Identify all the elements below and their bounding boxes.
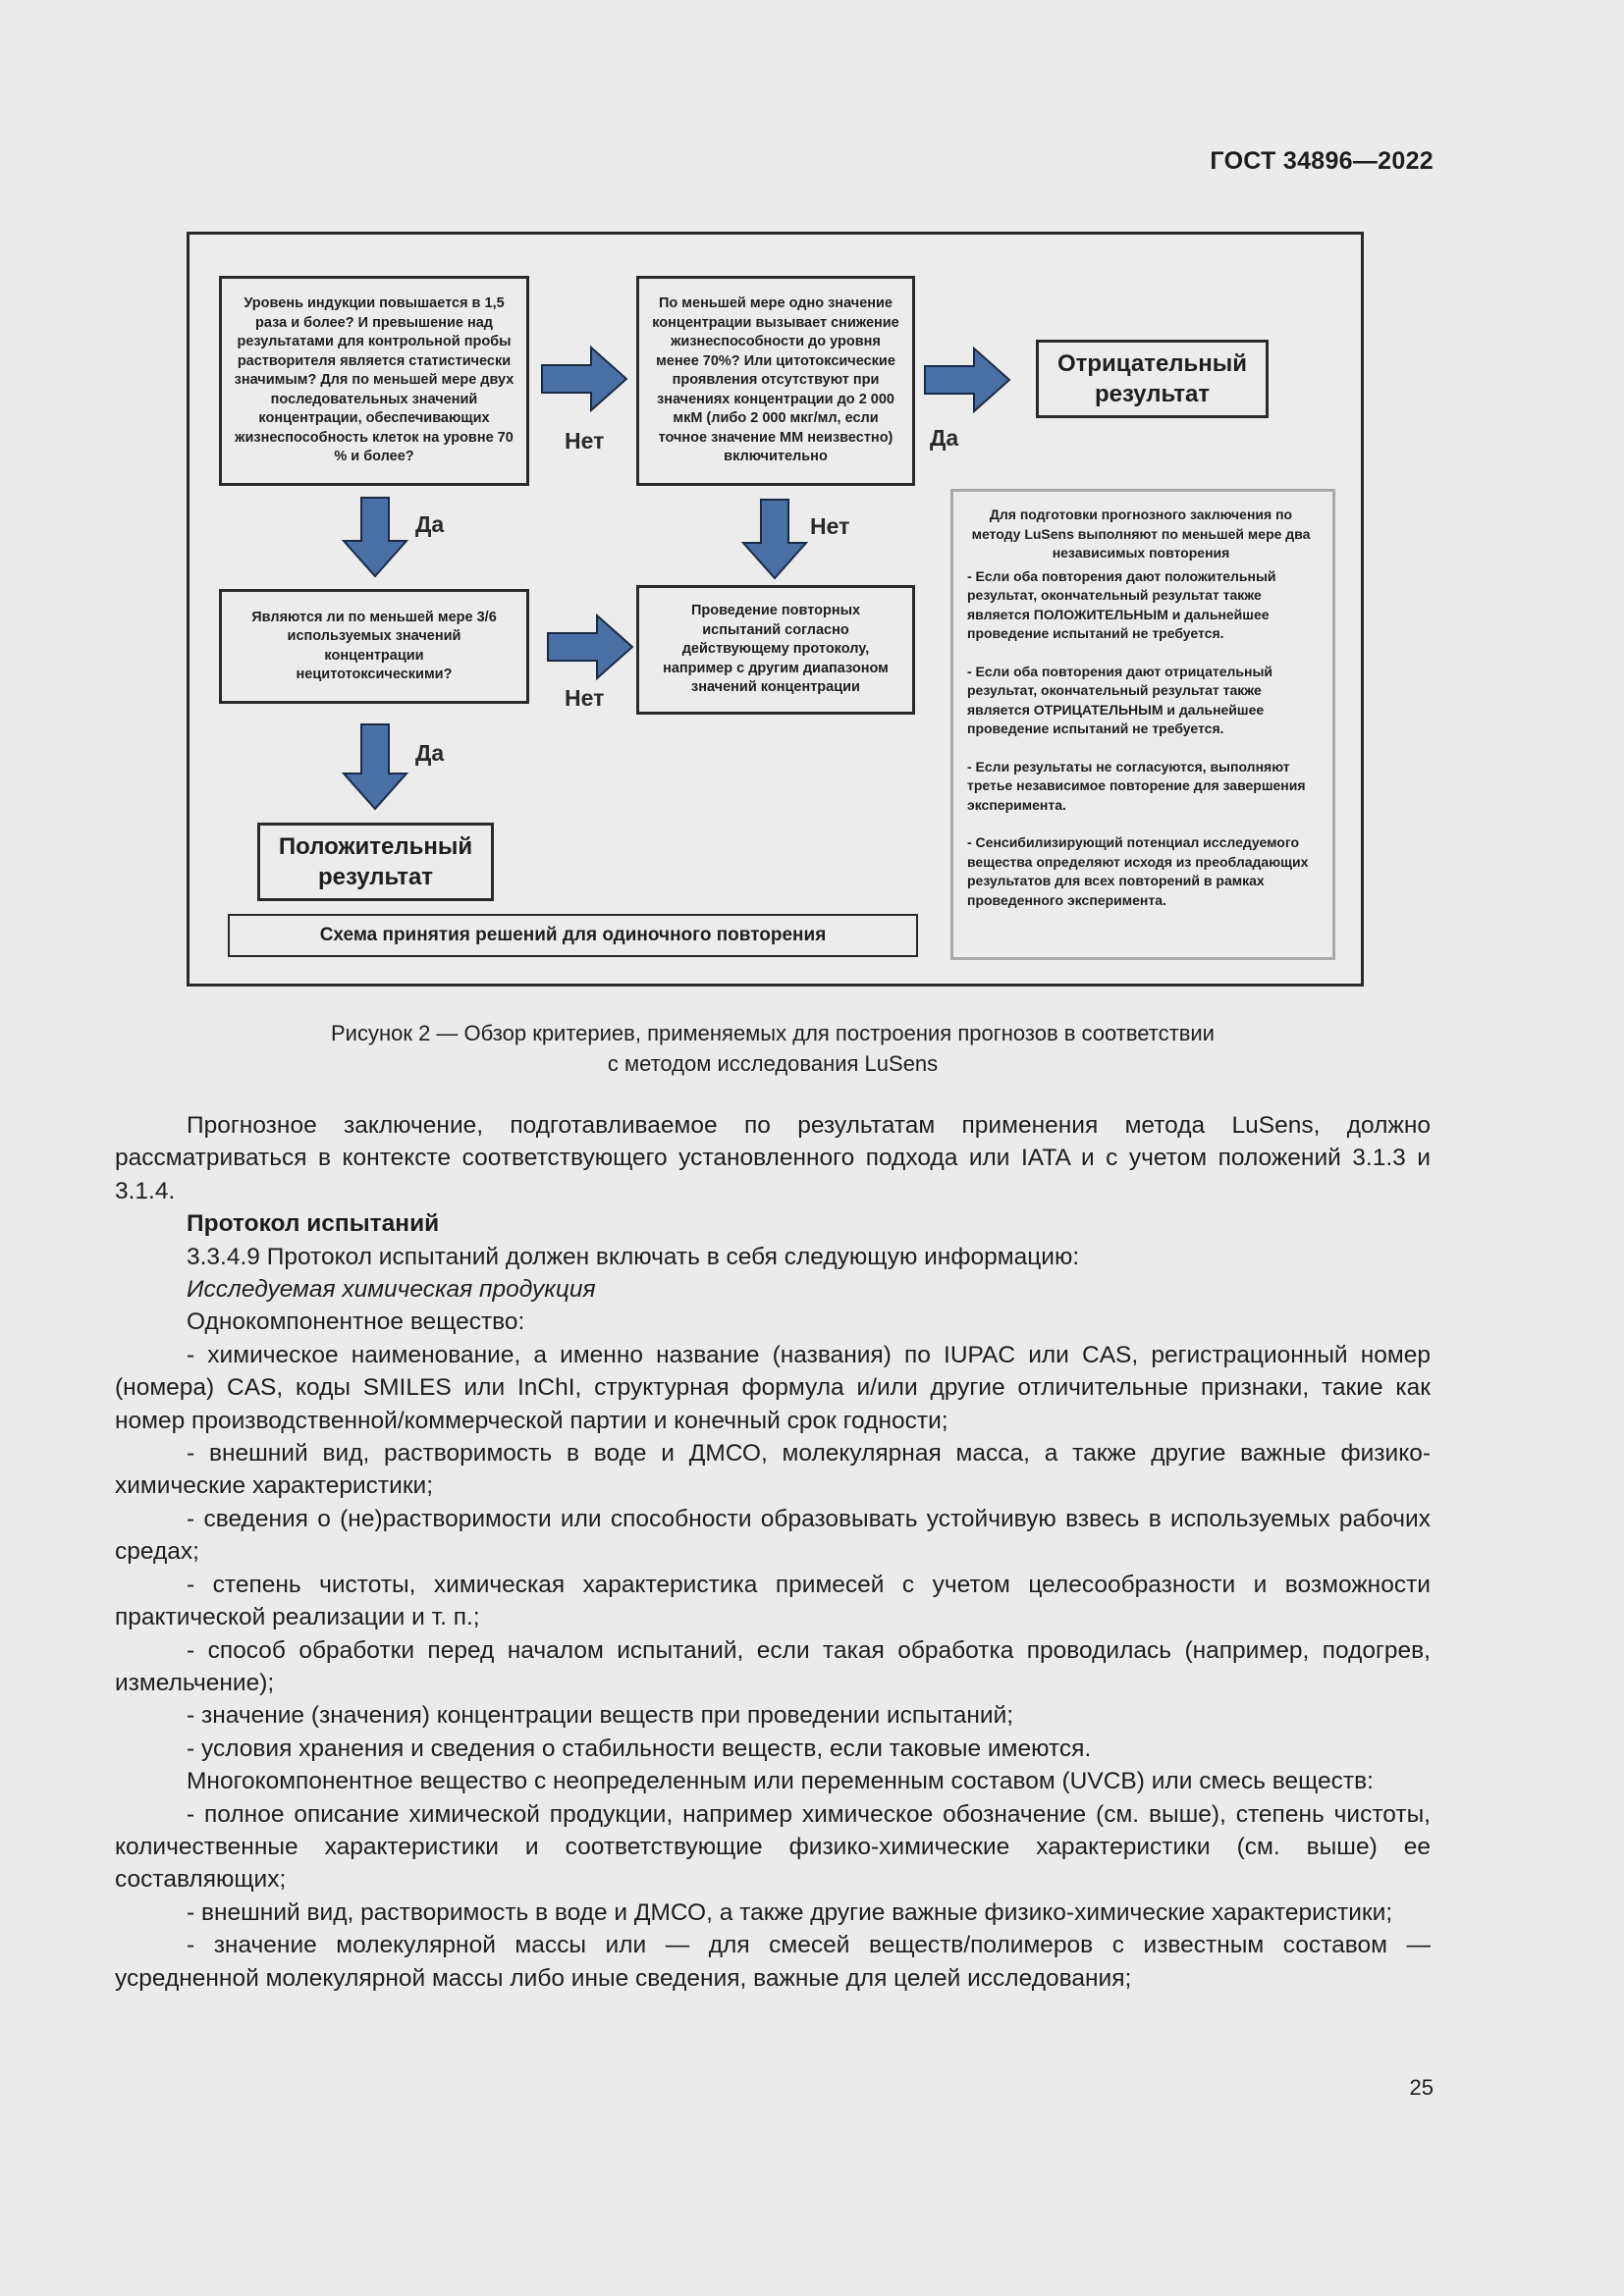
paragraph: 3.3.4.9 Протокол испытаний должен включа… bbox=[187, 1243, 1080, 1270]
list-item: - значение (значения) концентрации вещес… bbox=[187, 1702, 1014, 1730]
label-no: Нет bbox=[810, 513, 850, 539]
label-yes: Да bbox=[415, 740, 445, 766]
arrow-shape bbox=[924, 347, 1011, 413]
list-item: - сведения о (не)растворимости или спосо… bbox=[115, 1505, 1431, 1566]
arrow-down-icon bbox=[342, 497, 408, 578]
arrow-shape bbox=[342, 723, 408, 811]
list-item: - значение молекулярной массы или — для … bbox=[115, 1932, 1431, 1992]
note-item: - Если оба повторения дают отрицательный… bbox=[967, 663, 1273, 737]
list-item: - внешний вид, растворимость в воде и ДМ… bbox=[115, 1440, 1431, 1500]
box-repeat-testing: Проведение повторных испытаний согласно … bbox=[636, 585, 915, 715]
label-yes: Да bbox=[415, 511, 445, 537]
paragraph: Прогнозное заключение, подготавливаемое … bbox=[115, 1112, 1431, 1204]
arrow-shape bbox=[342, 497, 408, 578]
label-no: Нет bbox=[565, 685, 605, 711]
list-item: - полное описание химической продукции, … bbox=[115, 1800, 1431, 1894]
note-item: - Если оба повторения дают положительный… bbox=[967, 567, 1276, 642]
arrow-right-icon bbox=[547, 614, 634, 680]
list-item: - способ обработки перед началом испытан… bbox=[115, 1636, 1431, 1696]
note-item: - Сенсибилизирующий потенциал исследуемо… bbox=[967, 834, 1309, 908]
box-viability-question: По меньшей мере одно значение концентрац… bbox=[636, 276, 915, 486]
body-text: Прогнозное заключение, подготавливаемое … bbox=[115, 1109, 1431, 1995]
paragraph: Многокомпонентное вещество с неопределен… bbox=[187, 1768, 1374, 1795]
arrow-right-icon bbox=[924, 347, 1011, 413]
arrow-down-icon bbox=[741, 499, 808, 580]
subheading: Исследуемая химическая продукция bbox=[187, 1276, 596, 1304]
label-no: Нет bbox=[565, 428, 605, 454]
list-item: - условия хранения и сведения о стабильн… bbox=[187, 1735, 1092, 1762]
figure-caption-line: Рисунок 2 — Обзор критериев, применяемых… bbox=[331, 1021, 1215, 1045]
arrow-shape bbox=[741, 499, 808, 580]
list-item: - химическое наименование, а именно назв… bbox=[115, 1341, 1431, 1434]
positive-result-box: Положительный результат bbox=[257, 823, 494, 901]
list-item: - внешний вид, растворимость в воде и ДМ… bbox=[187, 1898, 1393, 1926]
note-heading: Для подготовки прогнозного заключения по… bbox=[971, 507, 1311, 561]
page-number: 25 bbox=[1409, 2075, 1434, 2100]
note-item: - Если результаты не согласуются, выполн… bbox=[967, 758, 1306, 813]
document-code: ГОСТ 34896—2022 bbox=[1210, 147, 1434, 175]
arrow-shape bbox=[547, 614, 634, 680]
arrow-right-icon bbox=[541, 346, 628, 412]
figure-caption: Рисунок 2 — Обзор критериев, применяемых… bbox=[236, 1018, 1310, 1079]
box-noncytotoxic-question: Являются ли по меньшей мере 3/6 использу… bbox=[219, 589, 529, 704]
section-heading: Протокол испытаний bbox=[187, 1210, 440, 1238]
arrow-shape bbox=[541, 346, 628, 412]
list-item: - степень чистоты, химическая характерис… bbox=[115, 1571, 1431, 1631]
paragraph: Однокомпонентное вещество: bbox=[187, 1308, 525, 1336]
negative-result-box: Отрицательный результат bbox=[1036, 340, 1269, 418]
box-induction-question: Уровень индукции повышается в 1,5 раза и… bbox=[219, 276, 529, 486]
scheme-caption: Схема принятия решений для одиночного по… bbox=[228, 914, 918, 957]
figure-caption-line: с методом исследования LuSens bbox=[607, 1051, 939, 1076]
arrow-down-icon bbox=[342, 723, 408, 811]
replicates-note: Для подготовки прогнозного заключения по… bbox=[950, 489, 1335, 960]
label-yes: Да bbox=[930, 425, 959, 451]
